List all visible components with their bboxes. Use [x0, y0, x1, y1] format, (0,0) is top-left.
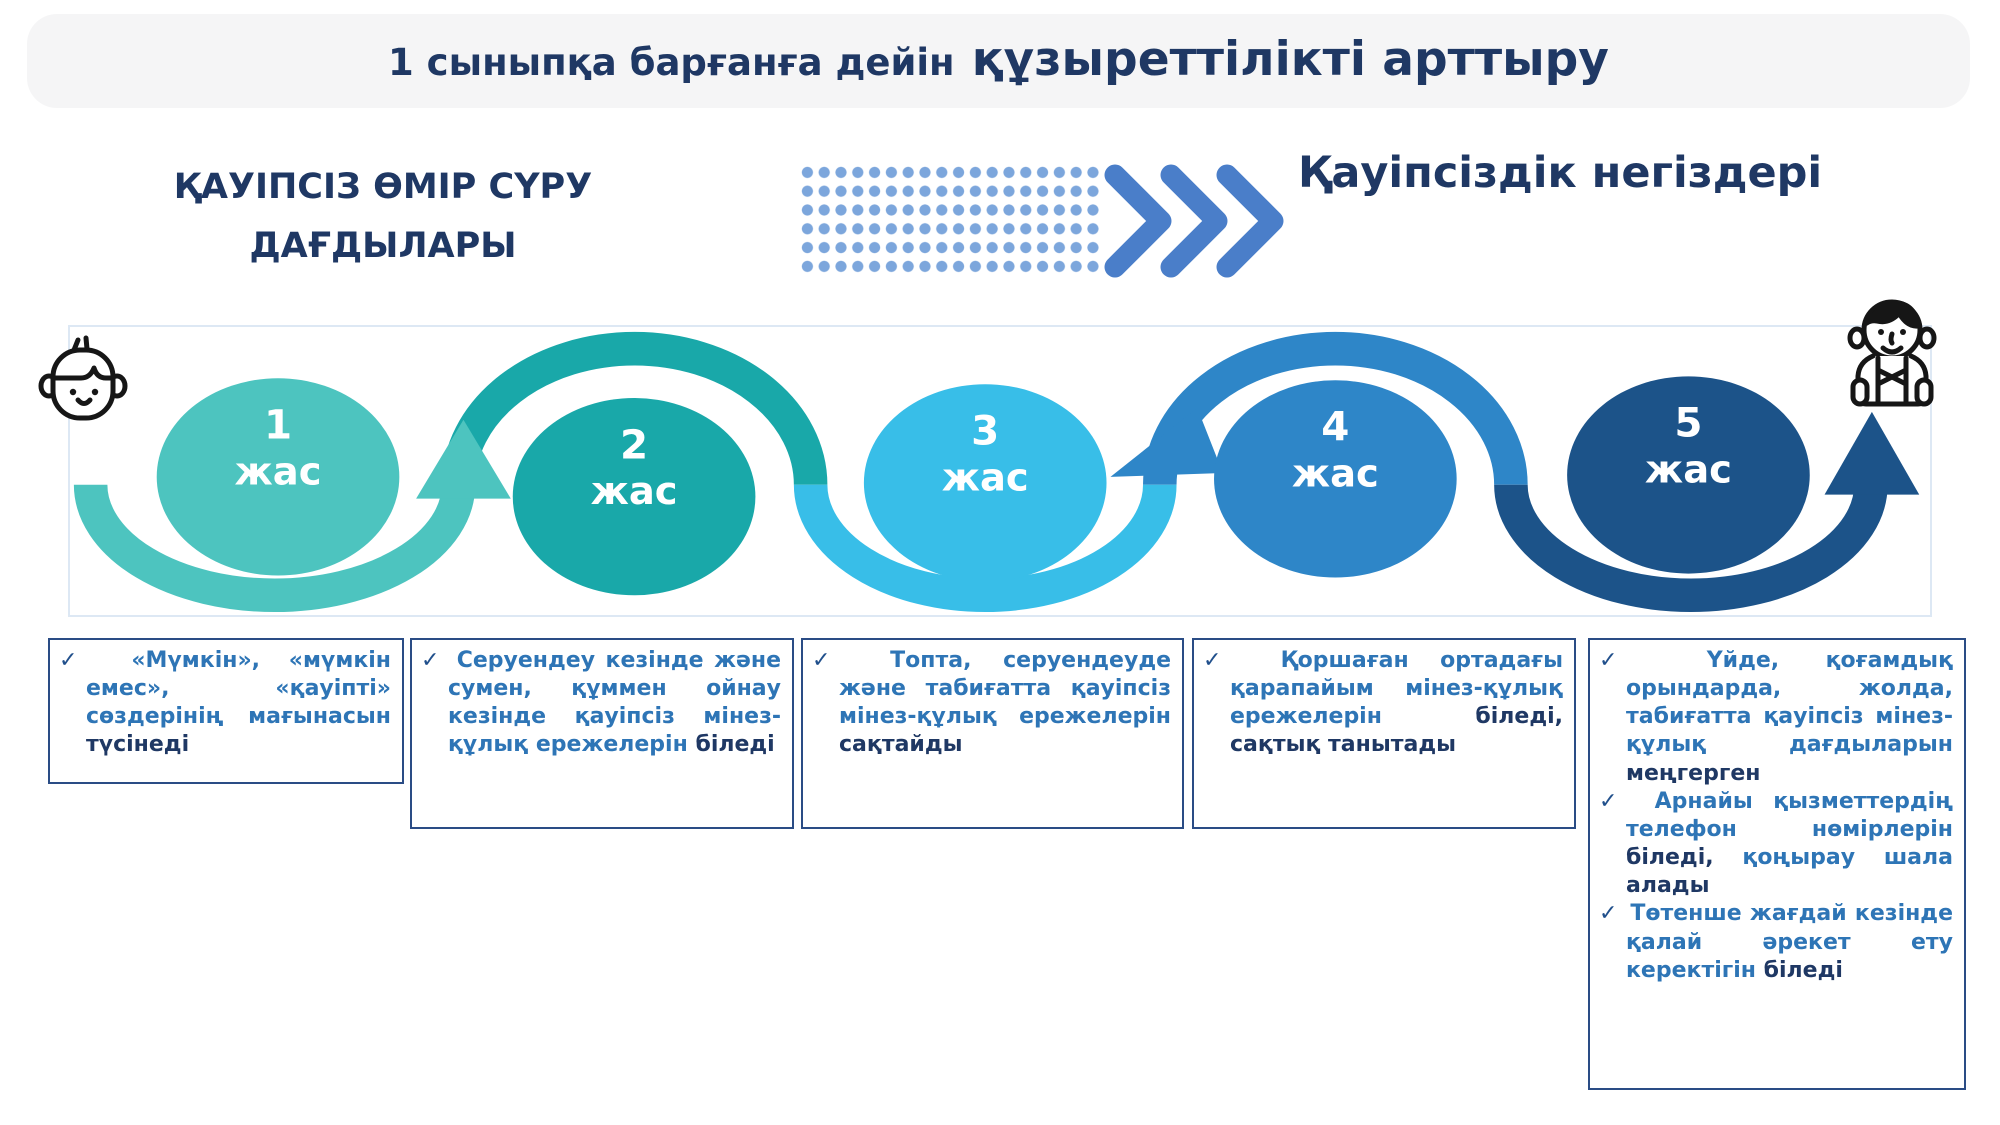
stage-3-number: 3 [971, 407, 999, 455]
left-heading: ҚАУІПСІЗ ӨМІР СҮРУ ДАҒДЫЛАРЫ [103, 158, 663, 276]
criteria-text-segment: түсінеді [86, 732, 190, 758]
stage-2-label: жас [591, 469, 678, 514]
criteria-item: ✓ Серуендеу кезінде және сумен, құммен о… [421, 647, 781, 760]
criteria-item: ✓ «Мүмкін», «мүмкін емес», «қауіпті» сөз… [59, 647, 391, 760]
checkmark-icon: ✓ [421, 648, 453, 673]
criteria-box-1: ✓ «Мүмкін», «мүмкін емес», «қауіпті» сөз… [48, 638, 404, 784]
criteria-item: ✓ Арнайы қызметтердің телефон нөмірлерін… [1599, 788, 1953, 901]
stage-1-label: жас [235, 449, 322, 494]
stage-ellipse-3 [863, 384, 1107, 582]
arc-stage-5 [1494, 484, 1888, 612]
stage-2-number: 2 [620, 420, 648, 468]
right-heading: Қауіпсіздік негіздері [1298, 148, 1823, 198]
stage-5-label: жас [1645, 448, 1732, 493]
criteria-text-segment: Қоршаған ортадағы қарапайым мінез-құлық … [1230, 648, 1564, 730]
arc-stage-3 [793, 484, 1177, 613]
criteria-text-segment: Үйде, қоғамдық орындарда, жолда, табиғат… [1626, 648, 1953, 758]
criteria-item: ✓ Топта, серуендеуде және табиғатта қауі… [812, 647, 1171, 760]
stage-3-label: жас [942, 455, 1029, 500]
stage-ellipse-2 [512, 398, 756, 596]
child-face-icon [38, 335, 128, 421]
page-title-prefix: 1 сыныпқа барғанға дейін [388, 41, 955, 84]
left-heading-line2: ДАҒДЫЛАРЫ [249, 225, 517, 266]
criteria-item: ✓ Үйде, қоғамдық орындарда, жолда, табиғ… [1599, 647, 1953, 788]
criteria-text-segment: «Мүмкін», «мүмкін емес», «қауіпті» сөзде… [86, 648, 391, 730]
chevrons-icon [1104, 164, 1284, 278]
arc-stage-1 [73, 484, 476, 613]
timeline-graphic: 1 жас 2 жас 3 жас 4 жас 5 жас [73, 331, 1920, 613]
stage-5-number: 5 [1674, 399, 1702, 447]
arrow-up-end-icon [1824, 411, 1920, 495]
criteria-text-segment: біледі [695, 732, 775, 758]
arc-stage-2 [441, 331, 828, 486]
criteria-item: ✓ Төтенше жағдай кезінде қалай әрекет ет… [1599, 900, 1953, 984]
stage-ellipse-4 [1214, 380, 1457, 578]
stage-4-number: 4 [1321, 403, 1349, 451]
stage-ellipse-5 [1567, 376, 1810, 574]
criteria-item: ✓ Қоршаған ортадағы қарапайым мінез-құлы… [1203, 647, 1563, 760]
checkmark-icon: ✓ [59, 648, 128, 673]
criteria-text-segment: Серуендеу кезінде және сумен, құммен ойн… [448, 648, 781, 758]
criteria-text-segment: біледі, сақтық танытады [1230, 704, 1563, 758]
criteria-text-segment: Арнайы қызметтердің телефон нөмірлерін [1626, 788, 1953, 842]
title-bar: 1 сыныпқа барғанға дейін құзыреттілікті … [27, 14, 1970, 108]
stage-4-label: жас [1292, 451, 1379, 496]
child-backpack-icon [1847, 299, 1937, 407]
checkmark-icon: ✓ [1203, 648, 1277, 673]
criteria-text-segment: қоңырау шала [1742, 845, 1953, 871]
checkmark-icon: ✓ [812, 648, 887, 673]
criteria-text-segment: Топта, серуендеуде және табиғатта қауіпс… [839, 648, 1172, 730]
dots-pattern-icon [797, 161, 1100, 274]
criteria-box-3: ✓ Топта, серуендеуде және табиғатта қауі… [801, 638, 1184, 829]
timeline-band: 1 жас 2 жас 3 жас 4 жас 5 жас [68, 325, 1932, 617]
left-heading-line1: ҚАУІПСІЗ ӨМІР СҮРУ [173, 167, 593, 207]
criteria-text-segment: біледі, [1626, 845, 1743, 871]
criteria-box-2: ✓ Серуендеу кезінде және сумен, құммен о… [410, 638, 794, 829]
criteria-text-segment: біледі [1763, 957, 1843, 983]
criteria-text-segment: Төтенше жағдай кезінде қалай әрекет ету … [1626, 901, 1953, 983]
page-title: құзыреттілікті арттыру [971, 32, 1609, 87]
checkmark-icon: ✓ [1599, 901, 1627, 927]
checkmark-icon: ✓ [1599, 648, 1703, 673]
stage-1-number: 1 [264, 401, 292, 449]
criteria-text-segment: сақтайды [839, 732, 963, 758]
arrow-back-3-4-icon [1110, 407, 1223, 477]
criteria-box-5: ✓ Үйде, қоғамдық орындарда, жолда, табиғ… [1588, 638, 1966, 1090]
stage-ellipse-1 [156, 378, 400, 576]
criteria-text-segment: меңгерген [1626, 760, 1761, 786]
criteria-box-4: ✓ Қоршаған ортадағы қарапайым мінез-құлы… [1192, 638, 1576, 829]
checkmark-icon: ✓ [1599, 788, 1651, 814]
arrow-up-1-2-icon [416, 419, 511, 499]
criteria-text-segment: алады [1626, 873, 1710, 899]
